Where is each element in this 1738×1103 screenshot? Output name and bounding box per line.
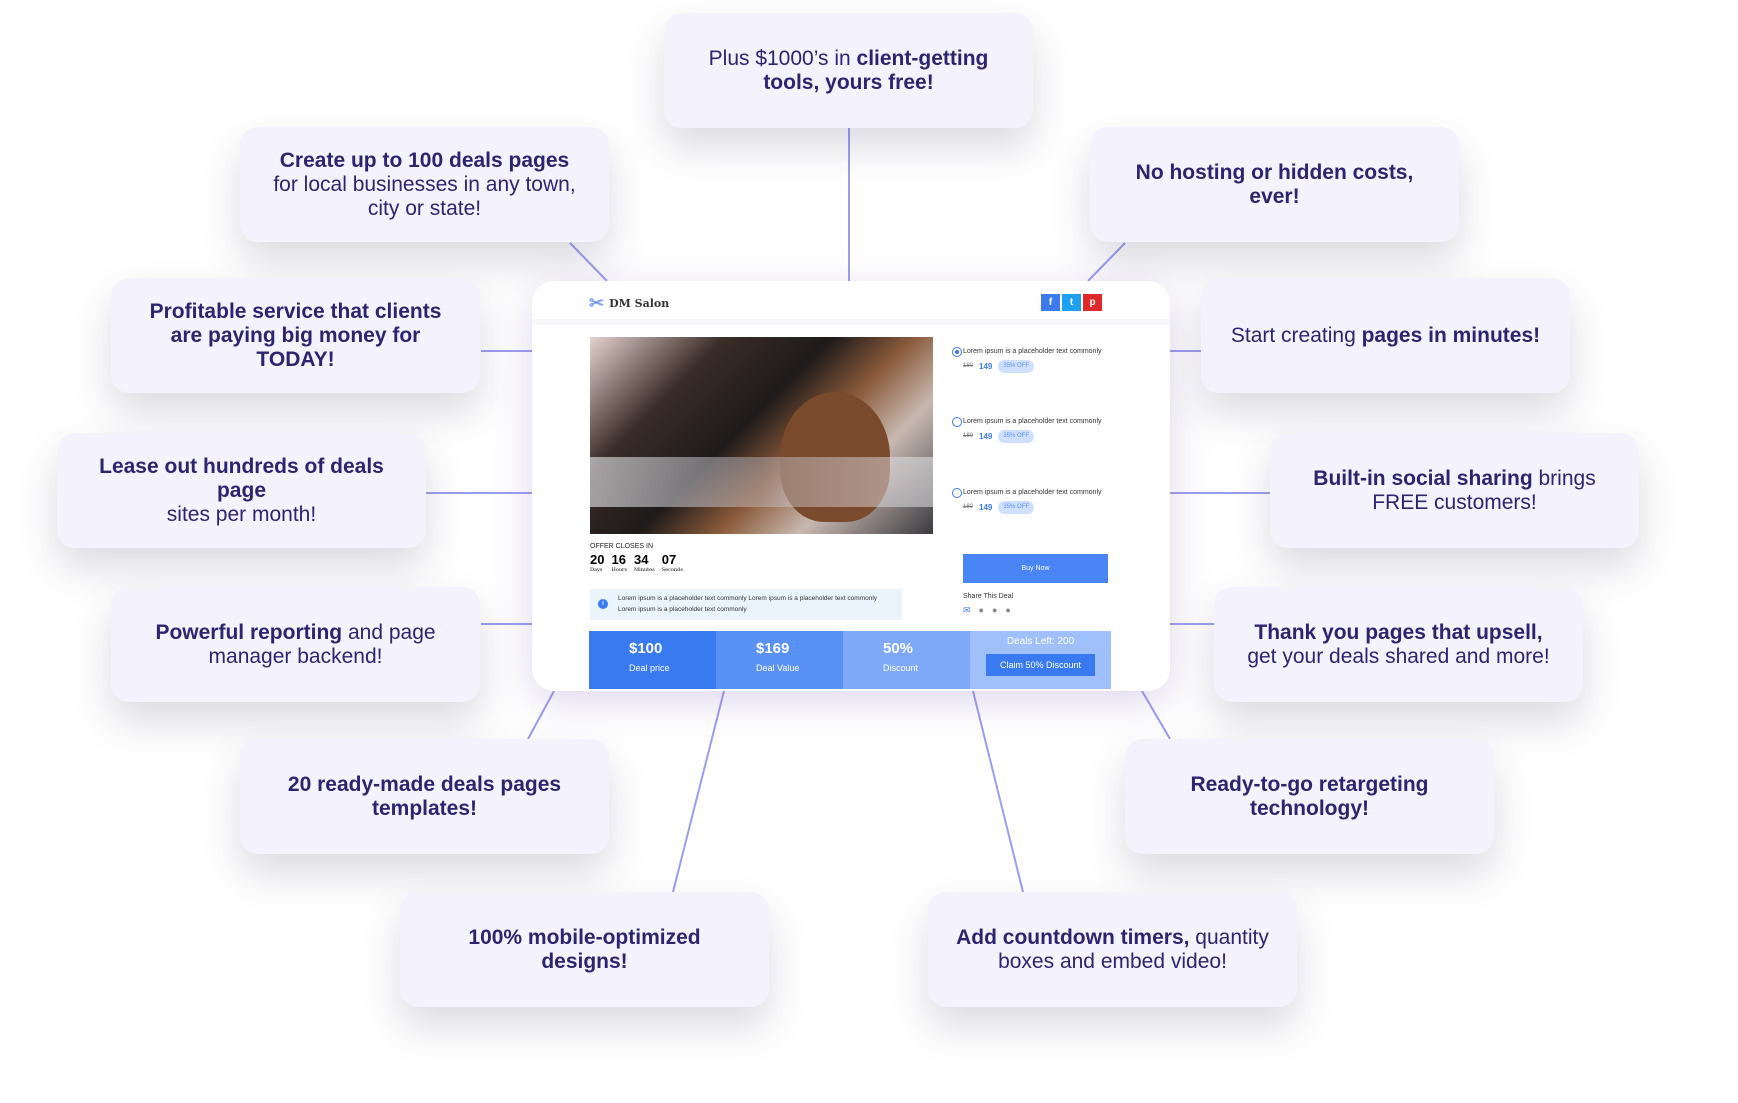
feature-text: Plus $1000’s in xyxy=(708,46,857,70)
feature-bold: Built-in social sharing xyxy=(1313,466,1533,490)
feature-bold: 100% mobile-optimized designs! xyxy=(468,925,701,973)
email-icon[interactable]: ✉ xyxy=(963,605,971,615)
feature-bold: Powerful reporting xyxy=(155,620,343,644)
feature-create-pages: Create up to 100 deals pages for local b… xyxy=(240,127,609,242)
feature-reporting: Powerful reporting and page manager back… xyxy=(111,587,480,702)
info-icon: i xyxy=(598,599,608,609)
feature-templates: 20 ready-made deals pages templates! xyxy=(240,739,609,854)
deal-option[interactable]: Lorem ipsum is a placeholder text common… xyxy=(952,416,1113,443)
discount-badge: 35% OFF xyxy=(998,501,1035,514)
option-text: Lorem ipsum is a placeholder text common… xyxy=(963,348,1102,355)
feature-no-hosting: No hosting or hidden costs, ever! xyxy=(1090,127,1459,242)
feature-text: sites per month! xyxy=(166,502,317,526)
old-price: 180 xyxy=(963,433,974,439)
pinterest-icon[interactable]: ● xyxy=(1005,605,1011,615)
feature-text: for local businesses in any town, city o… xyxy=(273,172,576,220)
share-label: Share This Deal xyxy=(963,593,1014,600)
salon-photo xyxy=(590,337,933,534)
feature-bold: Ready-to-go retargeting technology! xyxy=(1190,772,1429,820)
deal-option[interactable]: Lorem ipsum is a placeholder text common… xyxy=(952,487,1113,514)
feature-bold: No hosting or hidden costs, ever! xyxy=(1135,160,1414,208)
stat-discount: 50%Discount xyxy=(843,631,970,689)
scissors-icon: ✂ xyxy=(589,293,605,314)
option-text: Lorem ipsum is a placeholder text common… xyxy=(963,489,1102,496)
feature-bold: Create up to 100 deals pages xyxy=(279,148,570,172)
discount-badge: 35% OFF xyxy=(998,360,1035,373)
feature-mobile: 100% mobile-optimized designs! xyxy=(400,892,769,1007)
feature-thank-you: Thank you pages that upsell, get your de… xyxy=(1214,587,1583,702)
info-box: i Lorem ipsum is a placeholder text commo… xyxy=(590,589,902,620)
feature-social-sharing: Built-in social sharing brings FREE cust… xyxy=(1270,433,1639,548)
new-price: 149 xyxy=(979,432,993,441)
feature-lease: Lease out hundreds of deals page sites p… xyxy=(57,433,426,548)
feature-bold: pages in minutes! xyxy=(1361,323,1541,347)
twitter-icon[interactable]: ● xyxy=(991,605,998,615)
feature-bold: 20 ready-made deals pages templates! xyxy=(287,772,562,820)
new-price: 149 xyxy=(979,362,993,371)
radio[interactable] xyxy=(952,488,962,498)
radio[interactable] xyxy=(952,417,962,427)
info-text: Lorem ipsum is a placeholder text common… xyxy=(618,595,878,613)
feature-text: Start creating xyxy=(1230,323,1362,347)
facebook-button[interactable]: f xyxy=(1041,294,1060,311)
old-price: 180 xyxy=(963,504,974,510)
feature-text: get your deals shared and more! xyxy=(1247,644,1550,668)
feature-retargeting: Ready-to-go retargeting technology! xyxy=(1125,739,1494,854)
feature-bold: client-getting tools, yours free! xyxy=(763,46,989,94)
new-price: 149 xyxy=(979,503,993,512)
deals-left: Deals Left: 200 xyxy=(1006,636,1075,647)
brand-logo: ✂ DM Salon xyxy=(589,293,669,314)
twitter-button[interactable]: t xyxy=(1062,294,1081,311)
facebook-icon[interactable]: ● xyxy=(978,605,984,615)
option-text: Lorem ipsum is a placeholder text common… xyxy=(963,418,1102,425)
feature-bold: Lease out hundreds of deals page xyxy=(99,454,384,502)
discount-badge: 35% OFF xyxy=(998,430,1035,443)
buy-now-button[interactable]: Buy Now xyxy=(963,554,1108,583)
mockup-header: ✂ DM Salon f t p xyxy=(532,281,1170,325)
pinterest-button[interactable]: p xyxy=(1083,294,1102,311)
feature-countdown: Add countdown timers, quantity boxes and… xyxy=(928,892,1297,1007)
share-icons: ✉ ● ● ● xyxy=(963,605,1011,616)
feature-text: and page manager backend! xyxy=(208,620,436,668)
feature-bold: Thank you pages that upsell, xyxy=(1254,620,1543,644)
feature-bold: Add countdown timers, xyxy=(956,925,1190,949)
brand-name: DM Salon xyxy=(609,297,670,310)
feature-start-creating: Start creating pages in minutes! xyxy=(1201,278,1570,393)
feature-bold: Profitable service that clients are payi… xyxy=(149,299,442,371)
radio-selected[interactable] xyxy=(952,347,962,357)
offer-label: OFFER CLOSES IN xyxy=(590,543,654,550)
feature-text: brings FREE customers! xyxy=(1372,466,1596,514)
deal-option[interactable]: Lorem ipsum is a placeholder text common… xyxy=(952,346,1113,373)
feature-profitable: Profitable service that clients are payi… xyxy=(111,278,480,393)
deal-page-mockup: ✂ DM Salon f t p Lorem ipsum is a placeho… xyxy=(532,281,1170,691)
feature-client-tools: Plus $1000’s in client-getting tools, yo… xyxy=(664,13,1033,128)
old-price: 180 xyxy=(963,363,974,369)
claim-discount-button[interactable]: Claim 50% Discount xyxy=(986,654,1095,676)
feature-text: quantity boxes and embed video! xyxy=(998,925,1269,973)
deals-left-panel: Deals Left: 200 Claim 50% Discount xyxy=(970,631,1111,689)
